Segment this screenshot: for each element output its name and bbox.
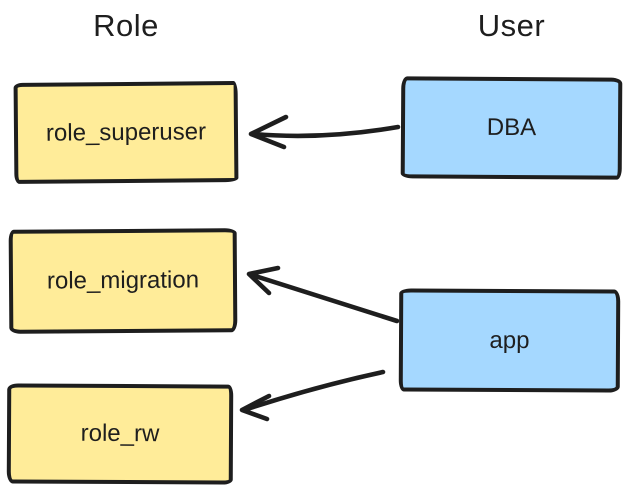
column-heading-role: Role [93, 8, 159, 43]
node-label-dba: DBA [486, 113, 537, 142]
node-user-dba: DBA [400, 76, 623, 180]
node-label-app: app [489, 326, 530, 354]
node-role-superuser: role_superuser [13, 81, 239, 184]
arrow-line [244, 369, 386, 412]
node-role-rw: role_rw [6, 383, 234, 485]
arrow-head-icon [246, 265, 281, 296]
arrow-dba-to-role-superuser [248, 114, 401, 150]
node-user-app: app [398, 288, 621, 393]
node-label-role-superuser: role_superuser [45, 117, 207, 147]
arrow-head-icon [248, 114, 289, 150]
node-label-role-migration: role_migration [46, 266, 200, 295]
arrow-app-to-role-migration [246, 265, 400, 324]
arrow-app-to-role-rw [239, 369, 386, 422]
column-heading-user: User [477, 8, 546, 43]
arrow-head-icon [239, 393, 272, 422]
node-label-role-rw: role_rw [80, 419, 160, 448]
arrow-line [251, 124, 401, 139]
arrow-line [249, 272, 400, 324]
node-role-migration: role_migration [8, 228, 238, 334]
